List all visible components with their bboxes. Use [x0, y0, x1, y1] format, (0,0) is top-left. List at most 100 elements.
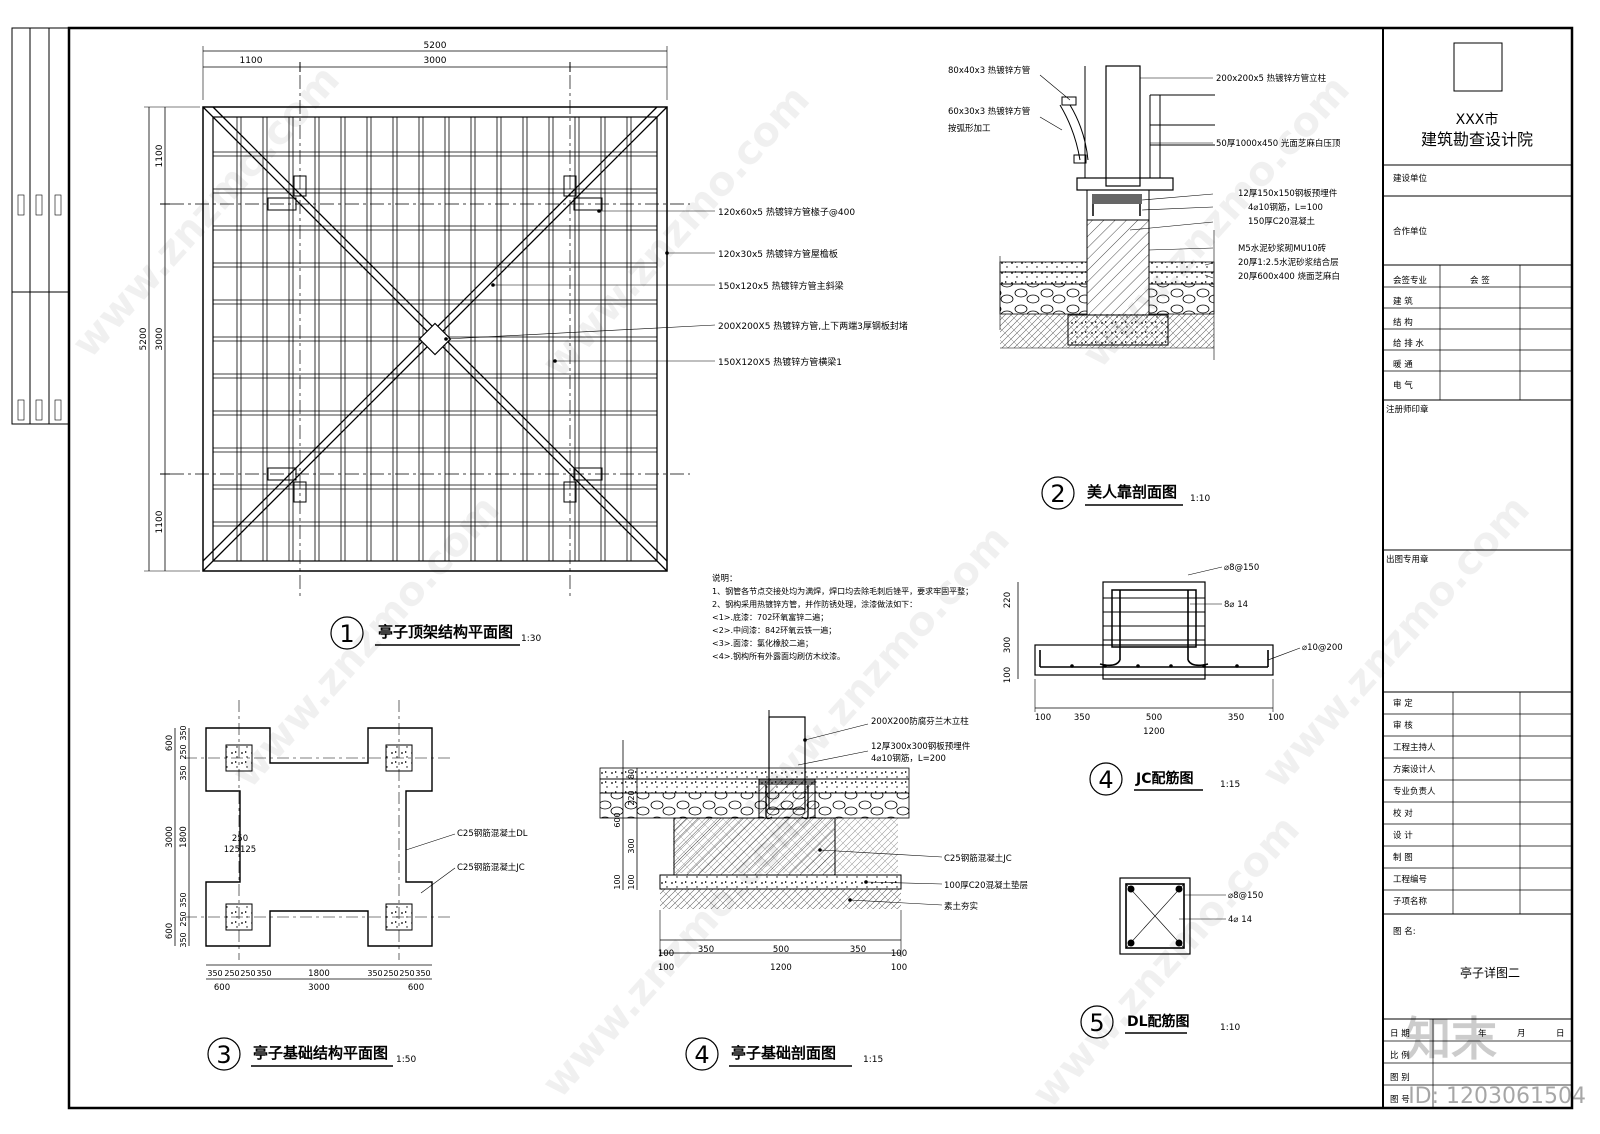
jc-dim-b2-1200: 1200: [1143, 727, 1165, 737]
fs-dim-b2-1200: 1200: [770, 963, 792, 973]
tb-disc-plumbing: 给 排 水: [1393, 338, 1424, 349]
roof-label-column: 200X200X5 热镀锌方管,上下两端3厚钢板封堵: [718, 320, 908, 332]
drawing-4b-number-digit: 4: [1098, 766, 1113, 794]
tb-date-day: 日: [1556, 1029, 1565, 1039]
jc-dim-b-350-right: 350: [1228, 713, 1244, 723]
fs-dim-text: 80 220 600 300 100 100 100 350 500 350 1…: [613, 769, 907, 973]
fs-dim-80: 80: [627, 769, 636, 779]
sheet-borders: [11, 26, 1574, 1110]
drawing-4a-number-digit: 4: [694, 1041, 709, 1069]
roof-plan-dimensions: [144, 46, 668, 572]
jc-dim-220: 220: [1003, 592, 1013, 608]
bench-label-arc: 按弧形加工: [948, 123, 991, 134]
drawing-4a-title: 亭子基础剖面图: [731, 1044, 836, 1062]
bench-label-coping: 50厚1000x450 光面芝麻白压顶: [1216, 138, 1341, 149]
tb-city: XXX市: [1456, 111, 1499, 128]
drawing-4b-title: JC配筋图: [1135, 770, 1193, 787]
tb-role-check: 校 对: [1393, 808, 1413, 819]
fp-dim-b-250-4: 250: [399, 969, 414, 978]
drawing-1-number-digit: 1: [339, 620, 354, 648]
bench-leaders: [1039, 74, 1214, 279]
roof-plan-leaders: [444, 209, 716, 363]
drawing-1-scale: 1:30: [521, 634, 541, 644]
tb-role-lead: 专业负责人: [1393, 786, 1436, 797]
fp-dim-b2-600-right: 600: [408, 983, 424, 993]
tb-institute: 建筑勘查设计院: [1421, 130, 1533, 149]
watermark-site-4: www.znzmo.com: [223, 487, 509, 797]
drawing-3-number-digit: 3: [216, 1041, 231, 1069]
side-strip-marks: [17, 194, 62, 421]
roof-dim-1100-left-bottom: 1100: [155, 510, 165, 533]
roof-label-cross-beam: 150X120X5 热镀锌方管横梁1: [718, 356, 842, 368]
drawing-1-number-circle: [330, 616, 364, 650]
fs-label-cushion: 100厚C20混凝土垫层: [944, 880, 1028, 891]
fp-dim-left-350b: 350: [179, 765, 188, 780]
dl-label-stirrup: ⌀8@150: [1228, 891, 1263, 901]
tb-coop-unit: 合作单位: [1393, 226, 1428, 237]
tb-row-scale: 比 例: [1390, 1050, 1410, 1061]
bench-label-60x30: 60x30x3 热镀锌方管: [948, 106, 1030, 117]
fs-dim-b-100-right: 100: [891, 949, 907, 959]
roof-dim-1100-top: 1100: [240, 56, 263, 66]
drawing-1-title: 亭子顶架结构平面图: [378, 623, 513, 641]
tb-build-unit: 建设单位: [1393, 173, 1428, 184]
tb-date-year: 年: [1478, 1028, 1487, 1039]
drawing-5-number-circle: [1080, 1005, 1114, 1039]
fs-dim-b-100-left: 100: [658, 949, 674, 959]
fs-dim-300: 300: [627, 838, 636, 853]
fs-dim-600: 600: [613, 812, 622, 827]
bench-label-mortar: 20厚1:2.5水泥砂浆结合层: [1238, 257, 1339, 268]
tb-countersign-discipline: 会签专业: [1393, 275, 1427, 286]
notes-block: 说明： 1、钢管各节点交接处均为满焊，焊口均去除毛刺后锉平，要求牢固平整； 2、…: [712, 573, 973, 661]
notes-line-6: <4>.钢构所有外露面均刷仿木纹漆。: [712, 651, 845, 661]
roof-dim-total-top: 5200: [424, 41, 447, 51]
tb-disc-electrical: 电 气: [1393, 380, 1413, 391]
jc-dim-100: 100: [1003, 667, 1013, 683]
title-block: [1383, 42, 1572, 1108]
tb-role-design: 设 计: [1393, 830, 1413, 841]
tb-role-subitem: 子项名称: [1393, 896, 1428, 907]
fp-dim-b-350-1: 350: [207, 969, 222, 978]
roof-dim-3000-top: 3000: [424, 56, 447, 66]
fs-dim-b2-100-left: 100: [658, 963, 674, 973]
drawing-5-number-digit: 5: [1089, 1009, 1104, 1037]
notes-line-1: 1、钢管各节点交接处均为满焊，焊口均去除毛刺后锉平，要求牢固平整；: [712, 586, 973, 596]
dl-label-main-bars: 4⌀ 14: [1228, 915, 1252, 925]
tb-role-draw: 制 图: [1393, 852, 1413, 863]
foundation-label-dl: C25钢筋混凝土DL: [457, 828, 528, 839]
fp-dim-left-350d: 350: [179, 932, 188, 947]
fp-dim-b-350-2: 350: [256, 969, 271, 978]
foundation-plan-dim-text: 600 3000 600 350 250 350 1800 350 250 35…: [165, 725, 431, 993]
jc-label-main-bars: 8⌀ 14: [1224, 600, 1248, 610]
fs-dim-100a: 100: [613, 874, 622, 889]
watermark-id: ID: 1203061504: [1408, 1084, 1586, 1109]
jc-label-stirrup: ⌀8@150: [1224, 563, 1259, 573]
roof-label-rafter: 120x60x5 热镀锌方管椽子@400: [718, 206, 855, 218]
tb-row-date: 日 期: [1390, 1029, 1410, 1039]
foundation-section: [599, 710, 943, 957]
notes-heading: 说明：: [712, 573, 738, 584]
fs-dim-b-500: 500: [773, 945, 789, 955]
tb-row-category: 图 别: [1390, 1073, 1410, 1083]
jc-label-bottom-mesh: ⌀10@200: [1302, 643, 1343, 653]
roof-label-eave: 120x30x5 热镀锌方管屋檐板: [718, 248, 838, 260]
drawing-2-number-digit: 2: [1050, 480, 1065, 508]
tb-drawing-name: 亭子详图二: [1460, 965, 1520, 980]
bench-label-rebar: 4⌀10钢筋，L=100: [1248, 202, 1323, 213]
bench-label-post: 200x200x5 热镀锌方管立柱: [1216, 73, 1327, 84]
watermark-site-1: www.znzmo.com: [63, 57, 349, 367]
fp-dim-left-600-top: 600: [165, 735, 175, 751]
drawing-2-number-circle: [1041, 476, 1075, 510]
tb-out-seal: 出图专用章: [1386, 554, 1429, 565]
fp-dim-inner-250: 250: [232, 834, 248, 844]
drawing-3-number-circle: [207, 1037, 241, 1071]
jc-dim-b-500: 500: [1146, 713, 1162, 723]
watermark-site-2: www.znzmo.com: [533, 77, 819, 387]
notes-line-3: <1>.底漆：702环氧富锌二遍；: [712, 612, 828, 622]
drawing-4a-scale: 1:15: [863, 1055, 883, 1065]
drawing-2-title: 美人靠剖面图: [1087, 483, 1177, 501]
fs-label-soil: 素土夯实: [944, 901, 978, 912]
roof-dim-total-left: 5200: [139, 327, 149, 350]
drawing-5-scale: 1:10: [1220, 1023, 1240, 1033]
fp-dim-left-350a: 350: [179, 725, 188, 740]
